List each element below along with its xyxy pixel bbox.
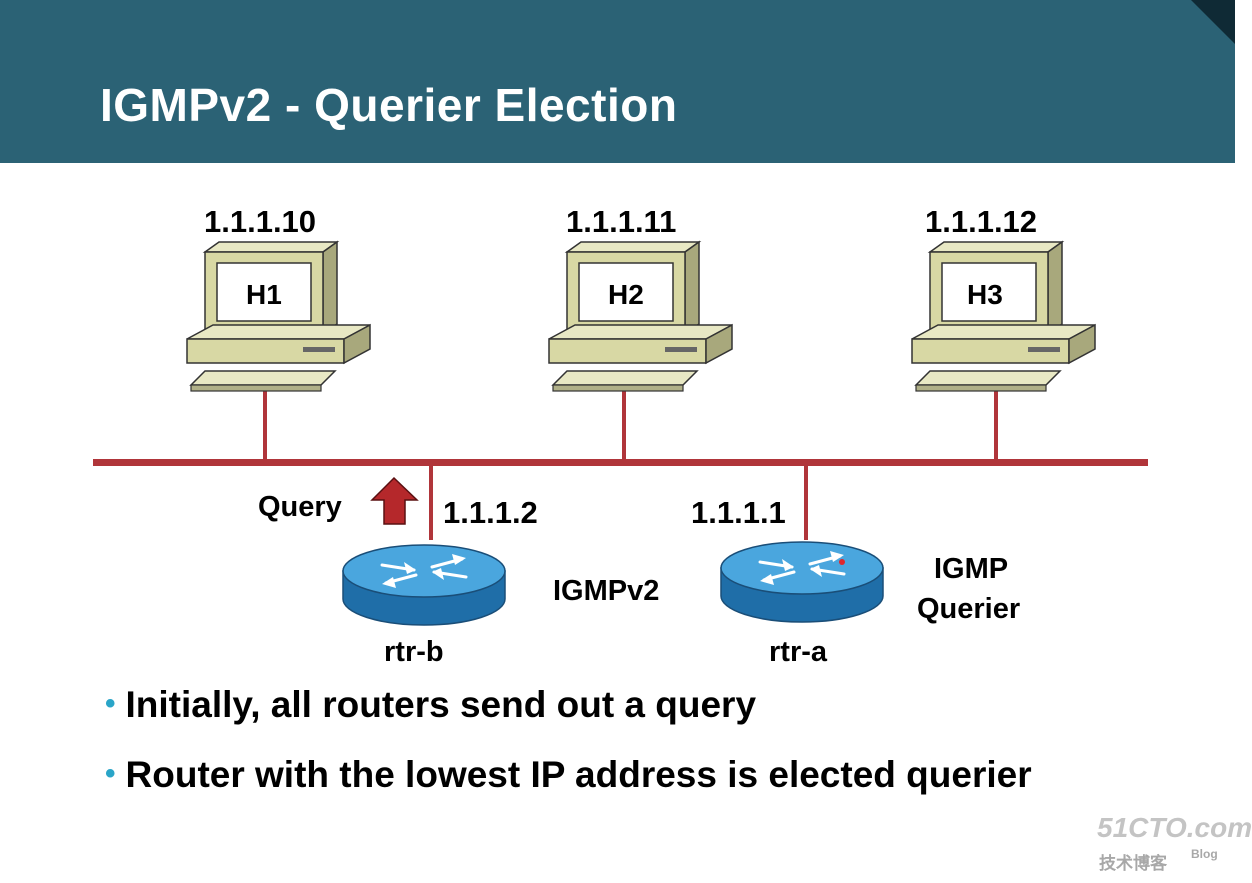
querier-label-line1: IGMP <box>934 553 1009 585</box>
querier-dot-icon <box>839 559 845 565</box>
bullet-text: Router with the lowest IP address is ele… <box>125 754 1032 795</box>
router-rtr-b-name: rtr-b <box>384 636 444 668</box>
router-rtr-b-ip: 1.1.1.2 <box>443 495 538 530</box>
lan-segment <box>93 459 1148 466</box>
host-h3-ip: 1.1.1.12 <box>925 204 1038 239</box>
computer-h3-icon <box>911 241 1096 392</box>
query-label: Query <box>258 491 342 523</box>
title-bar-corner <box>1191 0 1235 44</box>
bullet-item: • Router with the lowest IP address is el… <box>105 754 1032 796</box>
bullet-text: Initially, all routers send out a query <box>125 684 757 725</box>
bullet-dot-icon: • <box>105 757 116 790</box>
host-h1-name: H1 <box>246 279 282 310</box>
router-rtr-b-icon <box>341 543 507 627</box>
watermark-blog: Blog <box>1191 847 1218 861</box>
host-h2-ip: 1.1.1.11 <box>566 204 677 239</box>
host-h3-name: H3 <box>967 279 1003 310</box>
watermark-subtitle: 技术博客 <box>1099 854 1167 873</box>
query-arrow-icon <box>370 476 419 525</box>
router-rtr-a-ip: 1.1.1.1 <box>691 495 786 530</box>
slide-title: IGMPv2 - Querier Election <box>100 79 678 131</box>
computer-h2-icon <box>548 241 733 392</box>
title-bar: IGMPv2 - Querier Election <box>0 0 1235 163</box>
igmp-version-label: IGMPv2 <box>553 575 660 607</box>
router-rtr-a-name: rtr-a <box>769 636 828 668</box>
bullet-item: • Initially, all routers send out a query <box>105 684 756 726</box>
computer-h1-icon <box>186 241 371 392</box>
router-rtr-a-icon <box>719 540 885 624</box>
watermark-site: 51CTO.com <box>1097 812 1252 843</box>
querier-label-line2: Querier <box>917 593 1021 625</box>
bullet-dot-icon: • <box>105 687 116 720</box>
host-h2-name: H2 <box>608 279 644 310</box>
host-h1-ip: 1.1.1.10 <box>204 204 317 239</box>
